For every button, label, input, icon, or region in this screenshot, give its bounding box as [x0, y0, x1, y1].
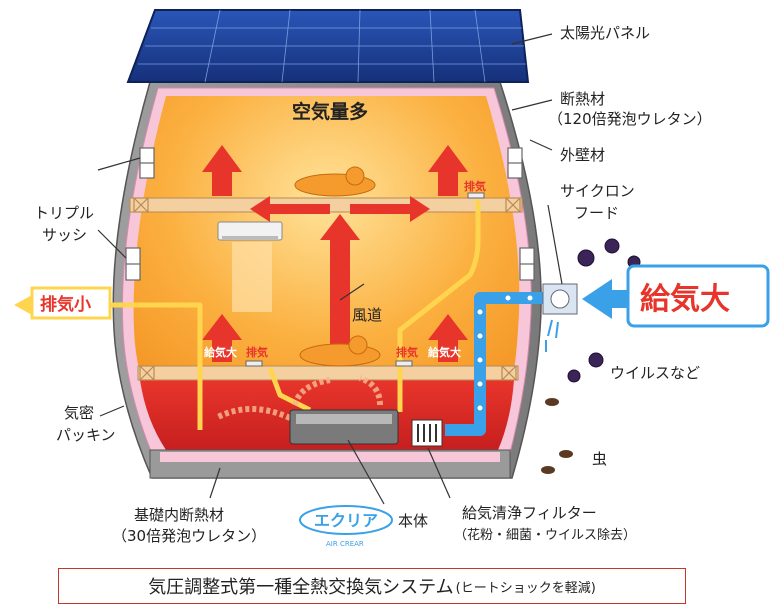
- label-virus: ウイルスなど: [610, 364, 700, 382]
- label-body-unit: 本体: [398, 512, 428, 530]
- tag-exhaust-right: 排気: [396, 345, 418, 359]
- label-filter-1: 給気清浄フィルター: [462, 504, 597, 522]
- label-airtight-1: 気密: [64, 404, 94, 422]
- virus-particle-arrows: [545, 319, 559, 352]
- logo-sub: AIR CREAR: [326, 540, 364, 548]
- tag-exhaust-left: 排気: [246, 345, 268, 359]
- caption-box: 気圧調整式第一種全熱交換気システム (ヒートショックを軽減): [58, 568, 686, 604]
- label-triple-sash-2: サッシ: [42, 226, 87, 244]
- label-cyclone-1: サイクロン: [560, 182, 635, 200]
- beam-joints: [133, 197, 521, 381]
- virus-particles: [567, 238, 641, 383]
- label-cyclone-2: フード: [574, 204, 619, 222]
- cat-upper: [294, 166, 376, 197]
- label-foundation-2: （30倍発泡ウレタン）: [112, 527, 266, 545]
- label-solar-panel: 太陽光パネル: [560, 24, 650, 42]
- label-outer-wall: 外壁材: [560, 146, 605, 164]
- triple-sash-windows: [125, 147, 535, 281]
- label-air-volume-large: 空気量多: [292, 100, 368, 123]
- caption-main: 気圧調整式第一種全熱交換気システム: [148, 577, 454, 598]
- logo-text: エクリア: [314, 511, 378, 530]
- warm-air-arrows: [202, 145, 468, 362]
- label-insulation-2: （120倍発泡ウレタン）: [548, 110, 712, 128]
- label-insulation-1: 断熱材: [560, 90, 605, 108]
- air-conditioner: [217, 221, 283, 241]
- tag-supply-right: 給気大: [428, 345, 461, 359]
- foundation-insulation: [160, 452, 500, 462]
- filter-unit: [411, 419, 443, 447]
- exhaust-out-arrowhead: [14, 295, 32, 315]
- label-triple-sash-1: トリプル: [34, 204, 94, 222]
- supply-duct: [445, 292, 545, 436]
- label-supply-large: 給気大: [640, 282, 730, 317]
- exhaust-small-box: [30, 286, 112, 320]
- supply-intake-arrow: [582, 279, 640, 319]
- vent-grilles: [245, 192, 485, 367]
- label-airtight-2: パッキン: [56, 426, 116, 444]
- label-filter-2: （花粉・細菌・ウイルス除去）: [454, 527, 636, 543]
- label-insect: 虫: [592, 450, 607, 468]
- label-air-duct: 風道: [352, 306, 382, 324]
- supply-large-box: [626, 264, 770, 328]
- leader-lines: [97, 33, 563, 505]
- floor-circulation: [214, 375, 383, 421]
- ac-airflow: [232, 242, 272, 312]
- tag-supply-left: 給気大: [204, 345, 237, 359]
- ventilation-unit: [289, 409, 399, 445]
- label-foundation-1: 基礎内断熱材: [134, 506, 224, 524]
- ecrear-logo: エクリア AIR CREAR: [299, 505, 393, 548]
- tag-exhaust-upper: 排気: [464, 179, 486, 193]
- solar-panel: [126, 9, 530, 83]
- cyclone-hood: [542, 283, 578, 315]
- cat-lower: [299, 335, 381, 367]
- label-exhaust-small: 排気小: [40, 294, 91, 315]
- insects: [541, 398, 573, 474]
- caption-sub: (ヒートショックを軽減): [455, 580, 596, 596]
